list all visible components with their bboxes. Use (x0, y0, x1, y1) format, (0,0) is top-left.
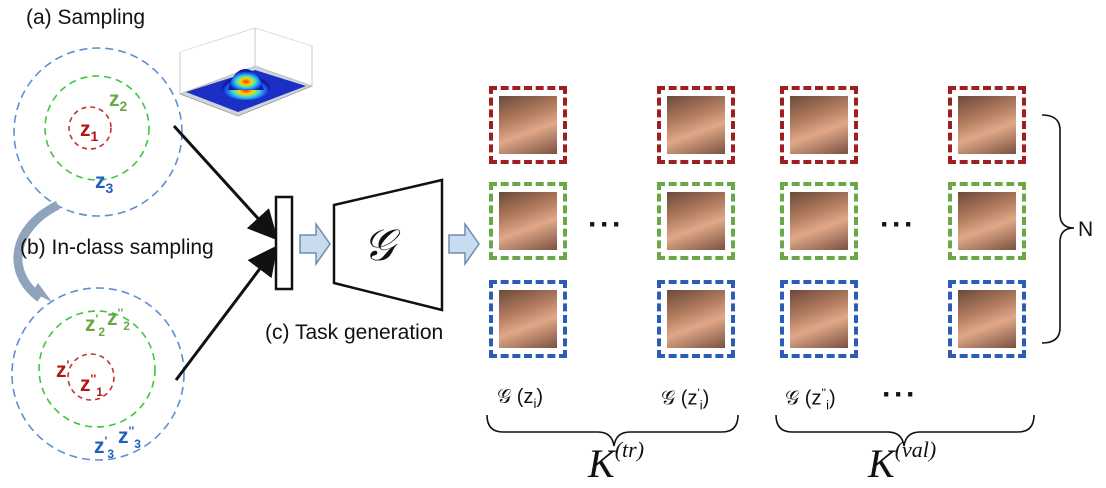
face-val-1-row2 (780, 182, 858, 260)
brace-kval (775, 414, 1035, 447)
face-tr-1-row1 (489, 86, 567, 164)
z3-double-prime-label: z''3 (118, 424, 141, 452)
block-arrow-1 (299, 221, 331, 267)
face-val-2-row1 (948, 86, 1026, 164)
z2-label: z2 (109, 88, 128, 115)
ellipsis-tr: ··· (588, 208, 624, 241)
face-val-1-row1 (780, 86, 858, 164)
ellipsis-val: ··· (880, 208, 916, 241)
face-tr-2-row1 (657, 86, 735, 164)
sampling-label: (a) Sampling (26, 6, 146, 29)
face-val-1-row3 (780, 280, 858, 358)
latent-stack (274, 195, 294, 291)
z1-prime-label: z' (56, 358, 70, 382)
g-zi-label: 𝒢 (zi) (497, 386, 544, 411)
n-brace (1041, 114, 1075, 344)
arrow-a (172, 124, 279, 241)
z1-label: z1 (80, 118, 99, 145)
ellipsis-bottom: ··· (882, 378, 918, 411)
task-generation-label: (c) Task generation (265, 321, 444, 344)
face-tr-1-row2 (489, 182, 567, 260)
outer-circle-b (11, 287, 185, 461)
face-tr-2-row3 (657, 280, 735, 358)
z3-label: z3 (95, 170, 114, 197)
inner-circle-a (68, 106, 112, 150)
z1-double-prime-label: z''1 (80, 372, 103, 400)
arrow-b (174, 245, 278, 381)
outer-circle-a (13, 47, 183, 217)
generator-symbol: 𝒢 (363, 220, 395, 271)
face-val-2-row2 (948, 182, 1026, 260)
in-class-sampling-label: (b) In-class sampling (20, 236, 214, 259)
middle-circle-b (38, 310, 156, 428)
k-tr-label: K(tr) (588, 436, 645, 486)
block-arrow-2 (448, 221, 480, 267)
brace-ktr (486, 414, 739, 447)
inner-circle-b (67, 353, 115, 401)
z2-prime-label: z'2 (85, 312, 106, 340)
gaussian-surface (178, 27, 314, 117)
curved-arrow (13, 200, 61, 302)
g-zi-prime-label: 𝒢 (z'i) (661, 386, 710, 413)
middle-circle-a (44, 75, 150, 181)
face-tr-1-row3 (489, 280, 567, 358)
n-label: N (1078, 218, 1094, 241)
k-val-label: K(val) (868, 436, 937, 486)
face-val-2-row3 (948, 280, 1026, 358)
z2-double-prime-label: z''2 (107, 306, 130, 334)
generator-trapezoid (332, 178, 444, 312)
g-zi-double-prime-label: 𝒢 (z''i) (785, 386, 836, 413)
z3-prime-label: z'3 (94, 434, 115, 462)
face-tr-2-row2 (657, 182, 735, 260)
